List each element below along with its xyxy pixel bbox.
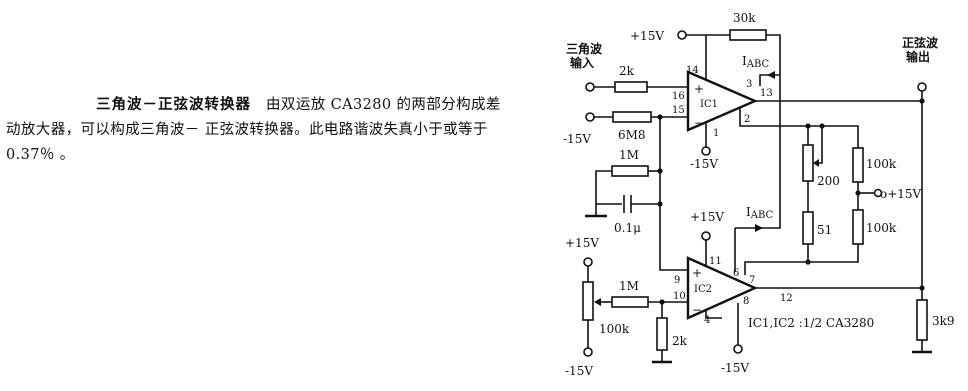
capacitor-01u-label: 0.1μ xyxy=(614,221,641,235)
sine-output-terminal xyxy=(917,82,927,92)
circuit-title: 三角波－正弦波转换器 xyxy=(96,96,251,113)
resistor-1m-bottom xyxy=(611,296,649,308)
minus15-input-terminal xyxy=(585,112,595,122)
iabc2-arrow-icon xyxy=(755,224,763,232)
input-label-line2: 输入 xyxy=(570,55,594,70)
resistor-100k-top xyxy=(852,147,864,183)
plus15-mid-label: +15V xyxy=(690,210,724,224)
pin-14-label: 14 xyxy=(686,65,699,76)
output-label-line1: 正弦波 xyxy=(902,35,939,50)
capacitor-01u xyxy=(623,195,632,213)
resistor-2k-bottom-label: 2k xyxy=(672,334,688,348)
pin-15-label: 15 xyxy=(672,105,685,116)
plus15-top-label: +15V xyxy=(630,29,664,43)
resistor-3k9 xyxy=(916,299,928,341)
ic1-plus-sign: + xyxy=(694,82,704,96)
resistor-1m-top xyxy=(611,165,649,177)
pin-7-label: 7 xyxy=(749,275,755,286)
resistor-2k-bottom xyxy=(656,317,668,351)
pot-200-label: 200 xyxy=(817,174,840,188)
resistor-100k-top-label: 100k xyxy=(866,157,897,171)
pin-12-label: 12 xyxy=(780,293,793,304)
pin-3-label: 3 xyxy=(746,79,752,90)
iabc1-arrow-icon xyxy=(767,71,775,79)
resistor-30k-label: 30k xyxy=(733,11,756,25)
ic1-opamp: + − IC1 xyxy=(686,70,759,132)
pot-100k-label: 100k xyxy=(599,322,630,336)
minus15-left-label: -15V xyxy=(565,364,593,378)
pin-16-label: 16 xyxy=(672,91,685,102)
resistor-51 xyxy=(802,211,814,245)
description-text: 三角波－正弦波转换器 由双运放 CA3280 的两部分构成差动放大器，可以构成三… xyxy=(6,92,506,168)
pot-200-wiper-icon xyxy=(813,159,819,167)
minus15-ic2-label: -15V xyxy=(721,361,749,375)
plus15-right-terminal xyxy=(873,188,883,198)
resistor-51-label: 51 xyxy=(817,223,832,237)
ic2-plus-sign: + xyxy=(692,266,702,280)
resistor-6m8-label: 6M8 xyxy=(618,128,646,142)
potentiometer-200 xyxy=(802,144,814,182)
pin-13-label: 13 xyxy=(760,88,773,99)
plus15-mid-terminal xyxy=(701,231,711,241)
plus15-top-terminal xyxy=(677,30,687,40)
ic1-minus-sign: − xyxy=(694,116,704,130)
resistor-2k-input-label: 2k xyxy=(619,64,635,78)
iabc2-label: IABC xyxy=(746,205,774,221)
ic1-label: IC1 xyxy=(700,99,718,110)
pin-11-label: 11 xyxy=(709,256,722,267)
resistor-3k9-label: 3k9 xyxy=(932,314,955,328)
iabc1-label: IABC xyxy=(742,54,770,70)
resistor-100k-bottom-label: 100k xyxy=(866,221,897,235)
ic-note: IC1,IC2 :1/2 CA3280 xyxy=(748,316,874,330)
minus15-input-label: -15V xyxy=(563,132,591,146)
potentiometer-100k xyxy=(582,281,594,321)
resistor-1m-bottom-label: 1M xyxy=(619,279,639,293)
pin-6-label: 6 xyxy=(733,268,739,279)
minus15-left-terminal xyxy=(583,347,593,357)
input-label-line1: 三角波 xyxy=(566,41,603,56)
ic2-minus-sign: − xyxy=(692,303,702,317)
pin-8-label: 8 xyxy=(743,296,749,307)
plus15-left-label: +15V xyxy=(565,236,599,250)
minus15-ic1-label: -15V xyxy=(690,157,718,171)
ic2-opamp: + − IC2 xyxy=(686,256,758,320)
pin-10-label: 10 xyxy=(673,291,686,302)
resistor-100k-bottom xyxy=(852,209,864,245)
pin-4-label: 4 xyxy=(704,315,710,326)
pot-100k-wiper-icon xyxy=(594,298,601,306)
minus15-ic1-terminal xyxy=(701,146,711,156)
output-label-line2: 输出 xyxy=(906,49,930,64)
resistor-2k-input xyxy=(614,81,648,93)
resistor-6m8 xyxy=(612,111,652,123)
pin-9-label: 9 xyxy=(674,275,680,286)
triangle-input-terminal xyxy=(585,82,595,92)
resistor-30k xyxy=(729,29,767,41)
pin-2-label: 2 xyxy=(744,114,750,125)
plus15-left-terminal xyxy=(583,257,593,267)
circuit-description: 由双运放 CA3280 的两部分构成差动放大器，可以构成三角波－ 正弦波转换器。… xyxy=(6,97,501,163)
ic2-label: IC2 xyxy=(694,284,712,295)
minus15-ic2-terminal xyxy=(733,344,743,354)
plus15-right-label: o+15V xyxy=(880,187,922,201)
pin-1-label: 1 xyxy=(713,128,719,139)
resistor-1m-top-label: 1M xyxy=(619,148,639,162)
